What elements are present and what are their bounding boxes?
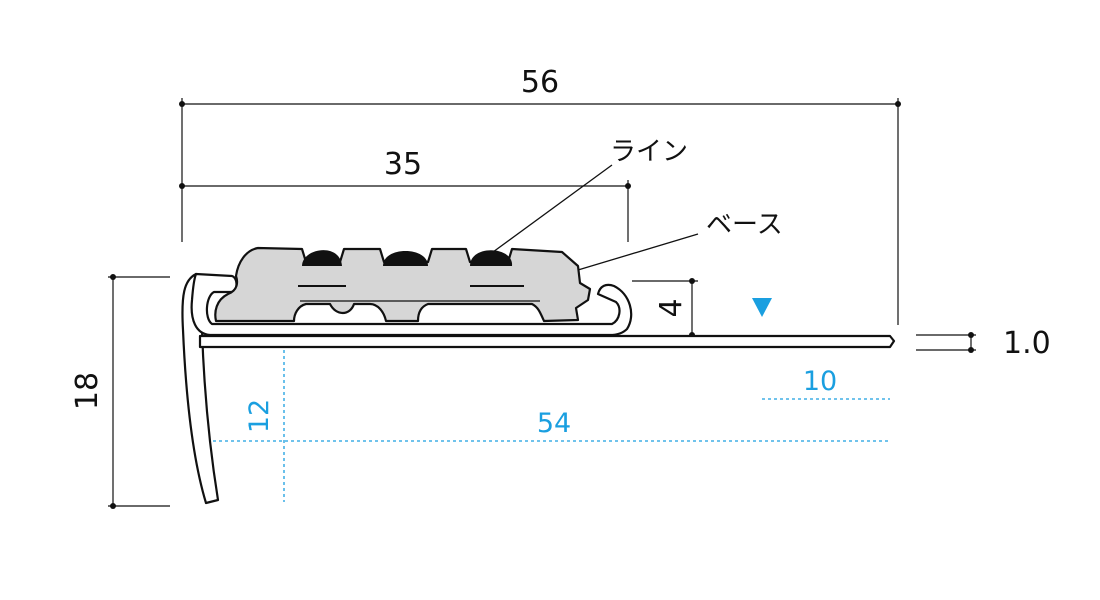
dimension-depth-12: 12 — [244, 350, 285, 502]
dim-label-56: 56 — [521, 65, 559, 100]
dim-label-1-0: 1.0 — [1003, 326, 1051, 361]
profile-channel — [190, 272, 633, 337]
dim-label-35: 35 — [384, 147, 422, 182]
line-insert-2 — [383, 251, 428, 266]
leader-line-label: ライン — [492, 137, 688, 253]
profile-plate — [198, 334, 896, 349]
dim-label-4: 4 — [654, 298, 689, 317]
dimension-height: 18 — [70, 274, 170, 509]
line-insert-1 — [302, 250, 342, 266]
label-base: ベース — [706, 210, 783, 240]
line-inserts — [302, 250, 513, 266]
dimension-thickness: 1.0 — [916, 326, 1051, 361]
dimension-overall-width: 56 — [179, 65, 901, 325]
line-insert-3 — [470, 250, 513, 266]
dimension-width-10: 10 — [762, 366, 890, 400]
dim-label-54: 54 — [537, 408, 571, 439]
label-line: ライン — [610, 137, 688, 167]
dim-label-10: 10 — [803, 366, 837, 397]
down-triangle-icon — [752, 298, 772, 317]
dimension-width-54: 54 — [207, 408, 890, 442]
leader-base-label: ベース — [577, 210, 783, 271]
dimension-line-width: 35 — [179, 147, 631, 242]
dim-label-12: 12 — [244, 399, 275, 433]
base-insert — [214, 246, 592, 323]
dimension-base-height: 4 — [632, 278, 698, 338]
dim-label-18: 18 — [70, 372, 105, 410]
